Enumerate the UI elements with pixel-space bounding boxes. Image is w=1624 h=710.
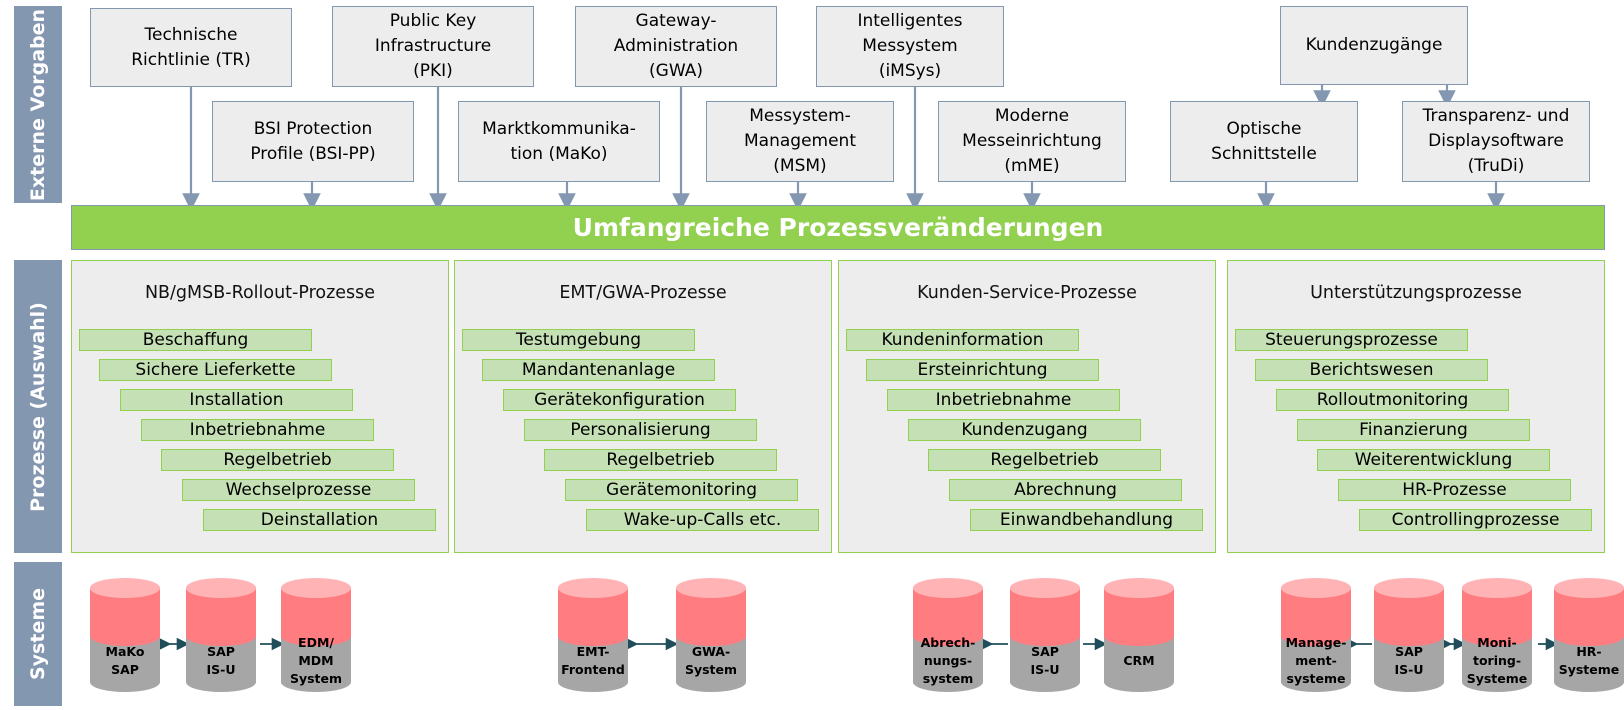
process-step: Mandantenanlage <box>482 359 715 381</box>
process-step: Rolloutmonitoring <box>1276 389 1509 411</box>
panel-title: EMT/GWA-Prozesse <box>559 283 727 303</box>
ext-gateway-administration: Gateway- Administration (GWA) <box>575 6 777 87</box>
process-panel-emt-gwa: EMT/GWA-Prozesse Testumgebung Mandantena… <box>454 260 832 553</box>
process-step: Inbetriebnahme <box>141 419 374 441</box>
process-step: Personalisierung <box>524 419 757 441</box>
process-step: Kundeninformation <box>846 329 1079 351</box>
process-step: Ersteinrichtung <box>866 359 1099 381</box>
process-panel-unterstuetzung: Unterstützungsprozesse Steuerungsprozess… <box>1227 260 1605 553</box>
system-label: Manage- ment- systeme <box>1285 635 1347 686</box>
panel-title: Unterstützungsprozesse <box>1310 283 1522 303</box>
system-monitoring: Moni- toring- Systeme <box>1461 576 1533 694</box>
process-step: HR-Prozesse <box>1338 479 1571 501</box>
system-label: SAP IS-U <box>206 644 236 677</box>
process-step: Wechselprozesse <box>182 479 415 501</box>
process-step: Testumgebung <box>462 329 695 351</box>
system-abrechnungssystem: Abrech- nungs- system <box>912 576 984 694</box>
system-label: SAP IS-U <box>1030 644 1060 677</box>
process-step: Weiterentwicklung <box>1317 449 1550 471</box>
system-hr: HR- Systeme <box>1553 576 1624 694</box>
process-step: Kundenzugang <box>908 419 1141 441</box>
ext-pki: Public Key Infrastructure (PKI) <box>332 6 534 87</box>
system-sap-isu-2: SAP IS-U <box>1009 576 1081 694</box>
ext-technische-richtlinie: Technische Richtlinie (TR) <box>90 8 292 87</box>
process-step: Steuerungsprozesse <box>1235 329 1468 351</box>
system-label: Moni- toring- Systeme <box>1466 635 1528 686</box>
system-sap-isu: SAP IS-U <box>185 576 257 694</box>
process-step: Wake-up-Calls etc. <box>586 509 819 531</box>
ext-bsi-protection-profile: BSI Protection Profile (BSI-PP) <box>212 101 414 182</box>
system-label: Abrech- nungs- system <box>920 635 976 686</box>
side-label-systeme: Systeme <box>14 562 62 706</box>
side-label-externe-vorgaben: Externe Vorgaben <box>14 6 62 203</box>
side-label-prozesse: Prozesse (Auswahl) <box>14 260 62 553</box>
process-step: Installation <box>120 389 353 411</box>
process-panel-rollout: NB/gMSB-Rollout-Prozesse Beschaffung Sic… <box>71 260 449 553</box>
process-step: Beschaffung <box>79 329 312 351</box>
system-label: MaKo SAP <box>105 644 145 677</box>
system-label: CRM <box>1123 653 1155 668</box>
system-emt-frontend: EMT- Frontend <box>557 576 629 694</box>
ext-optische-schnittstelle: Optische Schnittstelle <box>1170 101 1358 182</box>
system-label: GWA- System <box>684 644 738 677</box>
process-step: Regelbetrieb <box>928 449 1161 471</box>
system-label: SAP IS-U <box>1394 644 1424 677</box>
ext-moderne-messeinrichtung: Moderne Messeinrichtung (mME) <box>938 101 1126 182</box>
system-label: EDM/ MDM System <box>289 635 343 686</box>
system-managementsysteme: Manage- ment- systeme <box>1280 576 1352 694</box>
process-step: Sichere Lieferkette <box>99 359 332 381</box>
panel-title: NB/gMSB-Rollout-Prozesse <box>144 283 376 303</box>
process-step: Gerätemonitoring <box>565 479 798 501</box>
system-mako-sap: MaKo SAP <box>89 576 161 694</box>
process-step: Abrechnung <box>949 479 1182 501</box>
process-step: Deinstallation <box>203 509 436 531</box>
process-step: Controllingprozesse <box>1359 509 1592 531</box>
central-process-change-bar: Umfangreiche Prozessveränderungen <box>71 205 1605 250</box>
system-label: HR- Systeme <box>1558 644 1620 677</box>
process-step: Regelbetrieb <box>544 449 777 471</box>
ext-trudi: Transparenz- und Displaysoftware (TruDi) <box>1402 101 1590 182</box>
system-edm-mdm: EDM/ MDM System <box>280 576 352 694</box>
process-step: Einwandbehandlung <box>970 509 1203 531</box>
system-label: EMT- Frontend <box>561 644 625 677</box>
system-crm: CRM <box>1103 576 1175 694</box>
ext-messystem-management: Messystem- Management (MSM) <box>706 101 894 182</box>
system-gwa: GWA- System <box>675 576 747 694</box>
process-step: Regelbetrieb <box>161 449 394 471</box>
system-sap-isu-3: SAP IS-U <box>1373 576 1445 694</box>
ext-intelligentes-messystem: Intelligentes Messystem (iMSys) <box>816 6 1004 87</box>
process-step: Inbetriebnahme <box>887 389 1120 411</box>
process-step: Gerätekonfiguration <box>503 389 736 411</box>
process-step: Berichtswesen <box>1255 359 1488 381</box>
process-step: Finanzierung <box>1297 419 1530 441</box>
process-panel-kunden-service: Kunden-Service-Prozesse Kundeninformatio… <box>838 260 1216 553</box>
ext-marktkommunikation: Marktkommunika- tion (MaKo) <box>458 101 660 182</box>
ext-kundenzugaenge: Kundenzugänge <box>1280 6 1468 85</box>
panel-title: Kunden-Service-Prozesse <box>917 283 1137 303</box>
